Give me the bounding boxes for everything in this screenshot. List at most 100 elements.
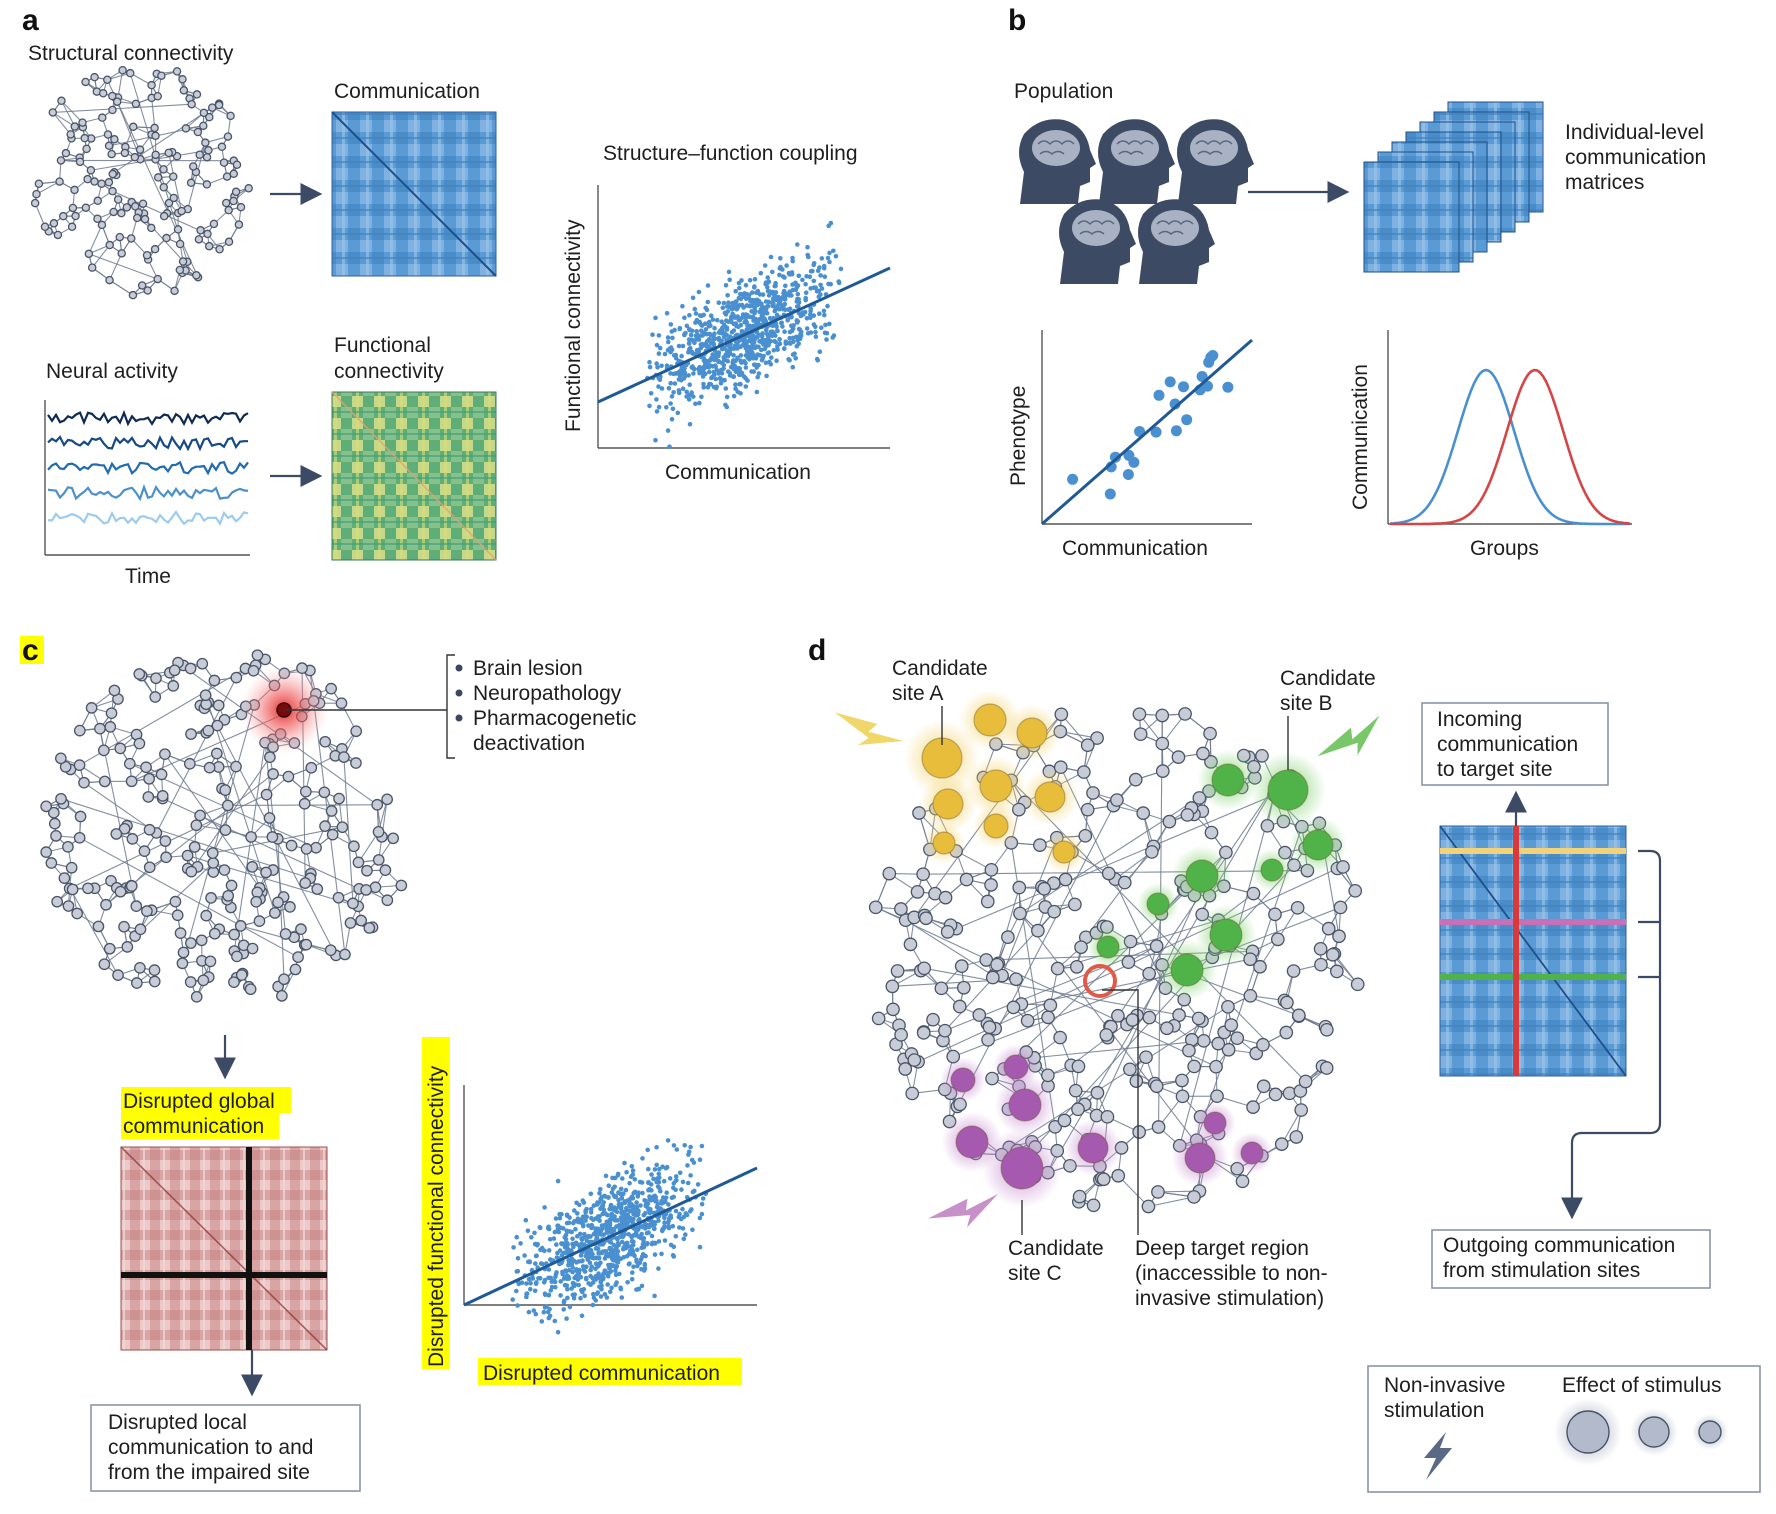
scatter-point <box>706 364 712 370</box>
local-label-1: Disrupted local <box>108 1411 247 1434</box>
scatter-point <box>686 341 692 346</box>
network-node <box>1142 1010 1157 1025</box>
scatter-point <box>692 306 698 312</box>
scatter-point <box>813 329 818 335</box>
scatter-point <box>713 376 719 382</box>
network-node <box>219 158 229 167</box>
scatter-point <box>607 1265 612 1271</box>
scatter-point <box>754 290 759 296</box>
scatter-point <box>619 1295 625 1300</box>
matrices-label-1: Individual-level <box>1565 121 1704 144</box>
scatter-point <box>653 437 658 443</box>
scatter-point <box>532 1241 538 1247</box>
structural-connectivity-title: Structural connectivity <box>28 42 234 65</box>
scatter-point <box>817 311 822 317</box>
scatter-point <box>566 1276 572 1281</box>
network-node <box>264 751 276 764</box>
network-edge <box>79 837 299 958</box>
network-node <box>1100 1109 1115 1124</box>
network-node <box>1289 1130 1304 1144</box>
network-node <box>204 955 217 968</box>
network-node <box>222 889 235 902</box>
scatter-point <box>572 1208 577 1213</box>
scatter-point <box>775 328 780 333</box>
scatter-point <box>650 1240 655 1246</box>
scatter-point <box>564 1213 570 1218</box>
scatter-point <box>641 1235 647 1241</box>
scatter-point <box>808 315 813 321</box>
scatter-point <box>610 1186 616 1191</box>
scatter-point <box>727 371 733 376</box>
network-node <box>1101 866 1116 881</box>
disrupted-xlabel-highlight <box>478 1358 742 1385</box>
network-node <box>224 205 233 215</box>
scatter-point <box>590 1251 595 1257</box>
scatter-point <box>643 1202 649 1207</box>
scatter-point <box>766 293 772 298</box>
network-node <box>1178 707 1192 721</box>
network-node <box>192 271 201 280</box>
scatter-point <box>738 391 743 396</box>
network-edge <box>88 253 158 280</box>
network-node <box>251 649 264 662</box>
network-node <box>104 178 114 187</box>
scatter-point <box>704 307 710 313</box>
network-node <box>1086 1198 1101 1213</box>
scatter-point <box>666 339 671 345</box>
scatter-point <box>808 312 813 317</box>
scatter-point <box>602 1256 608 1261</box>
scatter-point <box>623 1245 628 1251</box>
bullet-brain-lesion: Brain lesion <box>473 657 583 680</box>
scatter-point <box>585 1257 591 1262</box>
network-node <box>1253 959 1267 974</box>
network-node <box>204 241 214 251</box>
scatter-point <box>609 1228 615 1233</box>
scatter-point <box>599 1194 604 1200</box>
network-node <box>211 719 224 732</box>
scatter-point <box>719 360 725 366</box>
scatter-point <box>525 1228 531 1233</box>
neural-activity-title: Neural activity <box>46 360 178 383</box>
scatter-point <box>725 293 730 298</box>
network-node <box>333 792 345 805</box>
scatter-point <box>537 1275 543 1281</box>
scatter-point <box>639 1283 645 1289</box>
network-node <box>133 668 146 680</box>
network-node <box>62 900 75 912</box>
scatter-point <box>699 313 704 319</box>
scatter-point <box>579 1258 584 1264</box>
scatter-point <box>557 1261 562 1267</box>
network-edge <box>90 149 209 171</box>
network-node <box>1162 814 1177 829</box>
scatter-point <box>790 364 796 370</box>
network-node <box>83 174 92 184</box>
global-label-1: Disrupted global <box>123 1090 275 1113</box>
scatter-point <box>724 394 730 400</box>
scatter-point <box>811 278 817 284</box>
network-node <box>130 152 140 162</box>
scatter-point <box>693 320 698 325</box>
scatter-point <box>659 1201 665 1206</box>
scatter-point <box>665 428 671 433</box>
scatter-point <box>584 1238 590 1243</box>
network-node <box>30 198 40 208</box>
scatter-point <box>586 1281 591 1286</box>
network-node <box>324 944 337 957</box>
network-node <box>285 839 298 852</box>
scatter-point <box>660 1195 666 1200</box>
scatter-point <box>781 306 786 312</box>
network-node <box>131 977 143 989</box>
network-node <box>348 840 360 853</box>
network-node <box>228 976 240 989</box>
scatter-point <box>579 1313 585 1319</box>
scatter-point <box>668 401 673 406</box>
network-node <box>246 942 259 955</box>
scatter-point <box>705 299 711 305</box>
scatter-point <box>594 1291 600 1297</box>
scatter-point <box>575 1277 581 1282</box>
network-node <box>381 894 394 907</box>
bullet-dot-3 <box>455 714 463 722</box>
network-node <box>1151 1120 1166 1134</box>
network-node <box>1203 726 1217 741</box>
